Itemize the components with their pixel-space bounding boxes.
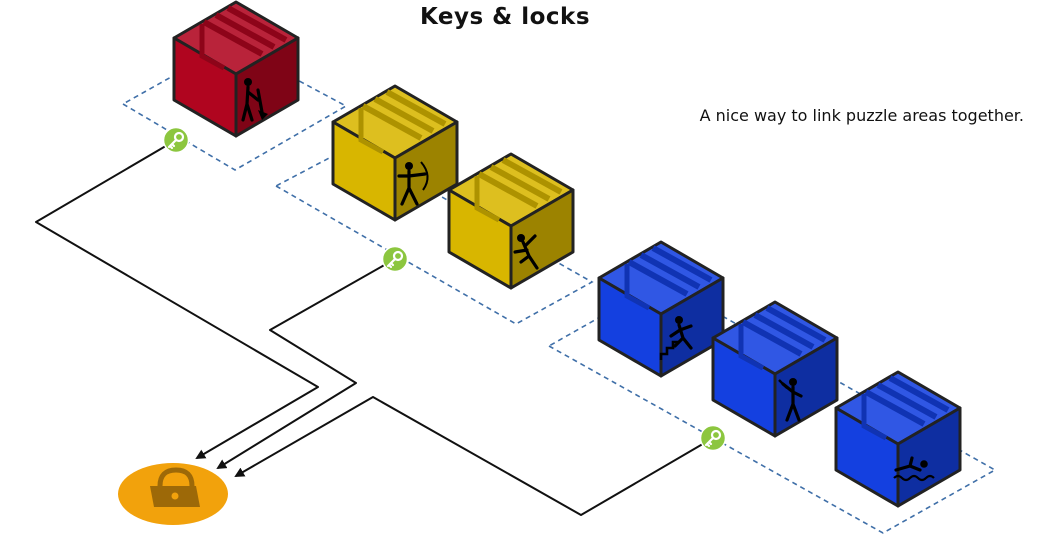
yellow-block-climber — [447, 152, 575, 290]
connector-red — [35, 139, 319, 460]
key-red-key-icon — [162, 126, 190, 154]
lock-icon — [118, 463, 228, 525]
connectors-layer — [35, 139, 714, 516]
key-blue-key-icon — [699, 424, 727, 452]
climber-icon — [513, 234, 539, 270]
lock-layer — [118, 463, 228, 525]
blue-block-swimmer — [834, 370, 962, 508]
diagram-title: Keys & locks — [419, 4, 591, 30]
keys-layer — [162, 126, 727, 452]
yellow-area-outline — [274, 145, 594, 325]
blue-block-stairs — [597, 240, 725, 378]
red-block-digger — [172, 0, 300, 138]
archer-icon — [397, 161, 429, 206]
stick-fighter-icon — [778, 378, 803, 422]
diagram-caption: A nice way to link puzzle areas together… — [699, 106, 1024, 125]
stairs-climber-icon — [659, 316, 693, 360]
connector-blue — [234, 396, 714, 516]
connector-yellow — [216, 258, 396, 470]
blocks-layer — [172, 0, 962, 508]
key-yellow-key-icon — [381, 245, 409, 273]
swimmer-icon — [893, 456, 935, 482]
blue-block-fighter — [711, 300, 839, 438]
digging-person-icon — [241, 78, 268, 122]
yellow-block-archer — [331, 84, 459, 222]
